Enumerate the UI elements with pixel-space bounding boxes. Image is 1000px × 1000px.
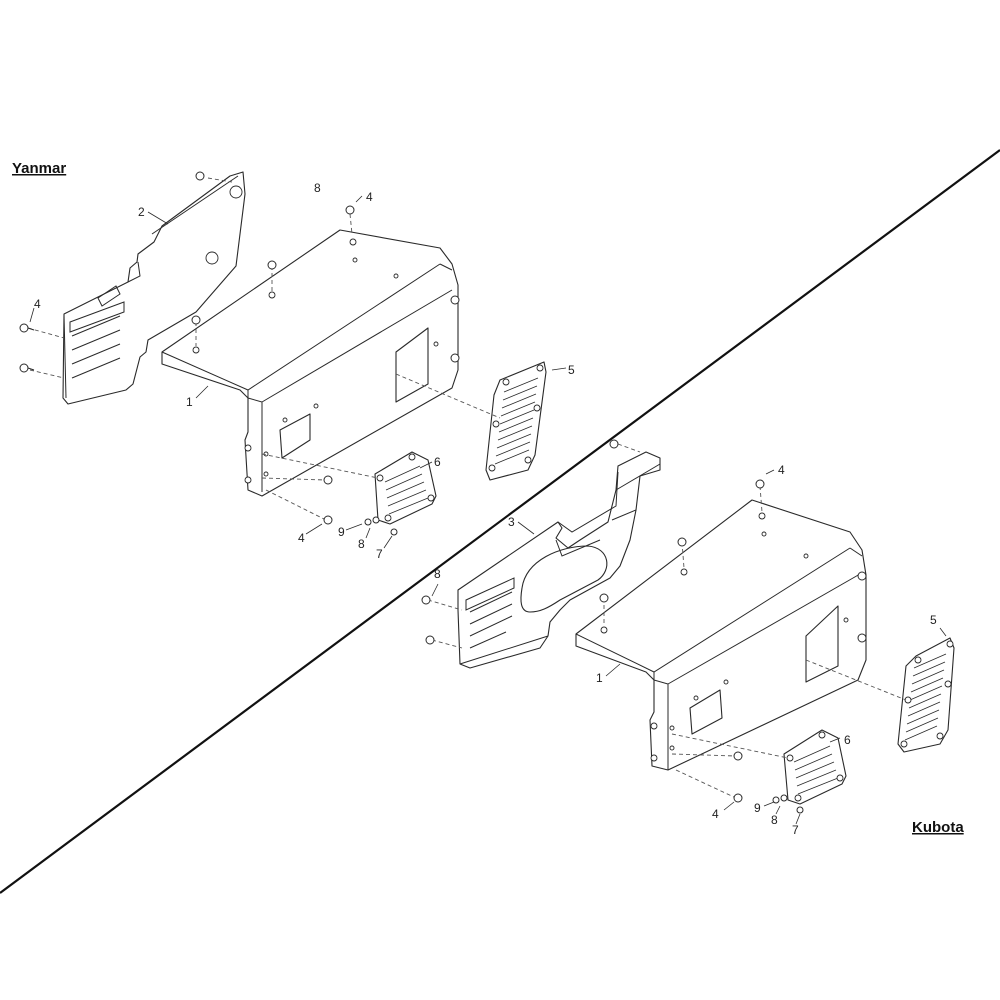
yanmar-grille-large (485, 361, 547, 481)
section-divider (0, 149, 1000, 894)
yanmar-fasteners (19, 171, 398, 536)
callout-yanmar-4-top: 4 (366, 190, 373, 204)
callout-kubota-7: 7 (792, 823, 799, 837)
yanmar-grille-small (374, 451, 437, 525)
callout-kubota-3: 3 (508, 515, 515, 529)
callout-kubota-1: 1 (596, 671, 603, 685)
callout-yanmar-6: 6 (434, 455, 441, 469)
callout-kubota-8-bottom: 8 (771, 813, 778, 827)
callout-yanmar-9: 9 (338, 525, 345, 539)
kubota-grille-small (783, 729, 847, 805)
kubota-side-bracket (457, 451, 661, 669)
kubota-fasteners (421, 439, 804, 814)
kubota-grille-large (897, 637, 955, 753)
callout-kubota-5: 5 (930, 613, 937, 627)
callout-kubota-4-top: 4 (778, 463, 785, 477)
callout-kubota-4-bottom: 4 (712, 807, 719, 821)
kubota-assembly: 4 3 8 1 5 6 9 8 7 4 (421, 439, 955, 837)
section-title-yanmar: Yanmar (12, 160, 66, 177)
yanmar-side-bracket (62, 171, 246, 405)
callout-yanmar-2: 2 (138, 205, 145, 219)
callout-kubota-8-left: 8 (434, 567, 441, 581)
section-title-kubota: Kubota (912, 819, 964, 836)
callout-yanmar-7: 7 (376, 547, 383, 561)
callout-kubota-9: 9 (754, 801, 761, 815)
callout-yanmar-1: 1 (186, 395, 193, 409)
callout-yanmar-4-left: 4 (34, 297, 41, 311)
callout-yanmar-4-bottom: 4 (298, 531, 305, 545)
yanmar-assembly: 2 8 4 4 1 5 6 9 8 7 4 (19, 171, 575, 561)
callout-yanmar-8-bottom: 8 (358, 537, 365, 551)
kubota-engine-cover (575, 499, 867, 771)
yanmar-engine-cover (161, 229, 460, 497)
callout-kubota-6: 6 (844, 733, 851, 747)
callout-yanmar-8: 8 (314, 181, 321, 195)
callout-yanmar-5: 5 (568, 363, 575, 377)
